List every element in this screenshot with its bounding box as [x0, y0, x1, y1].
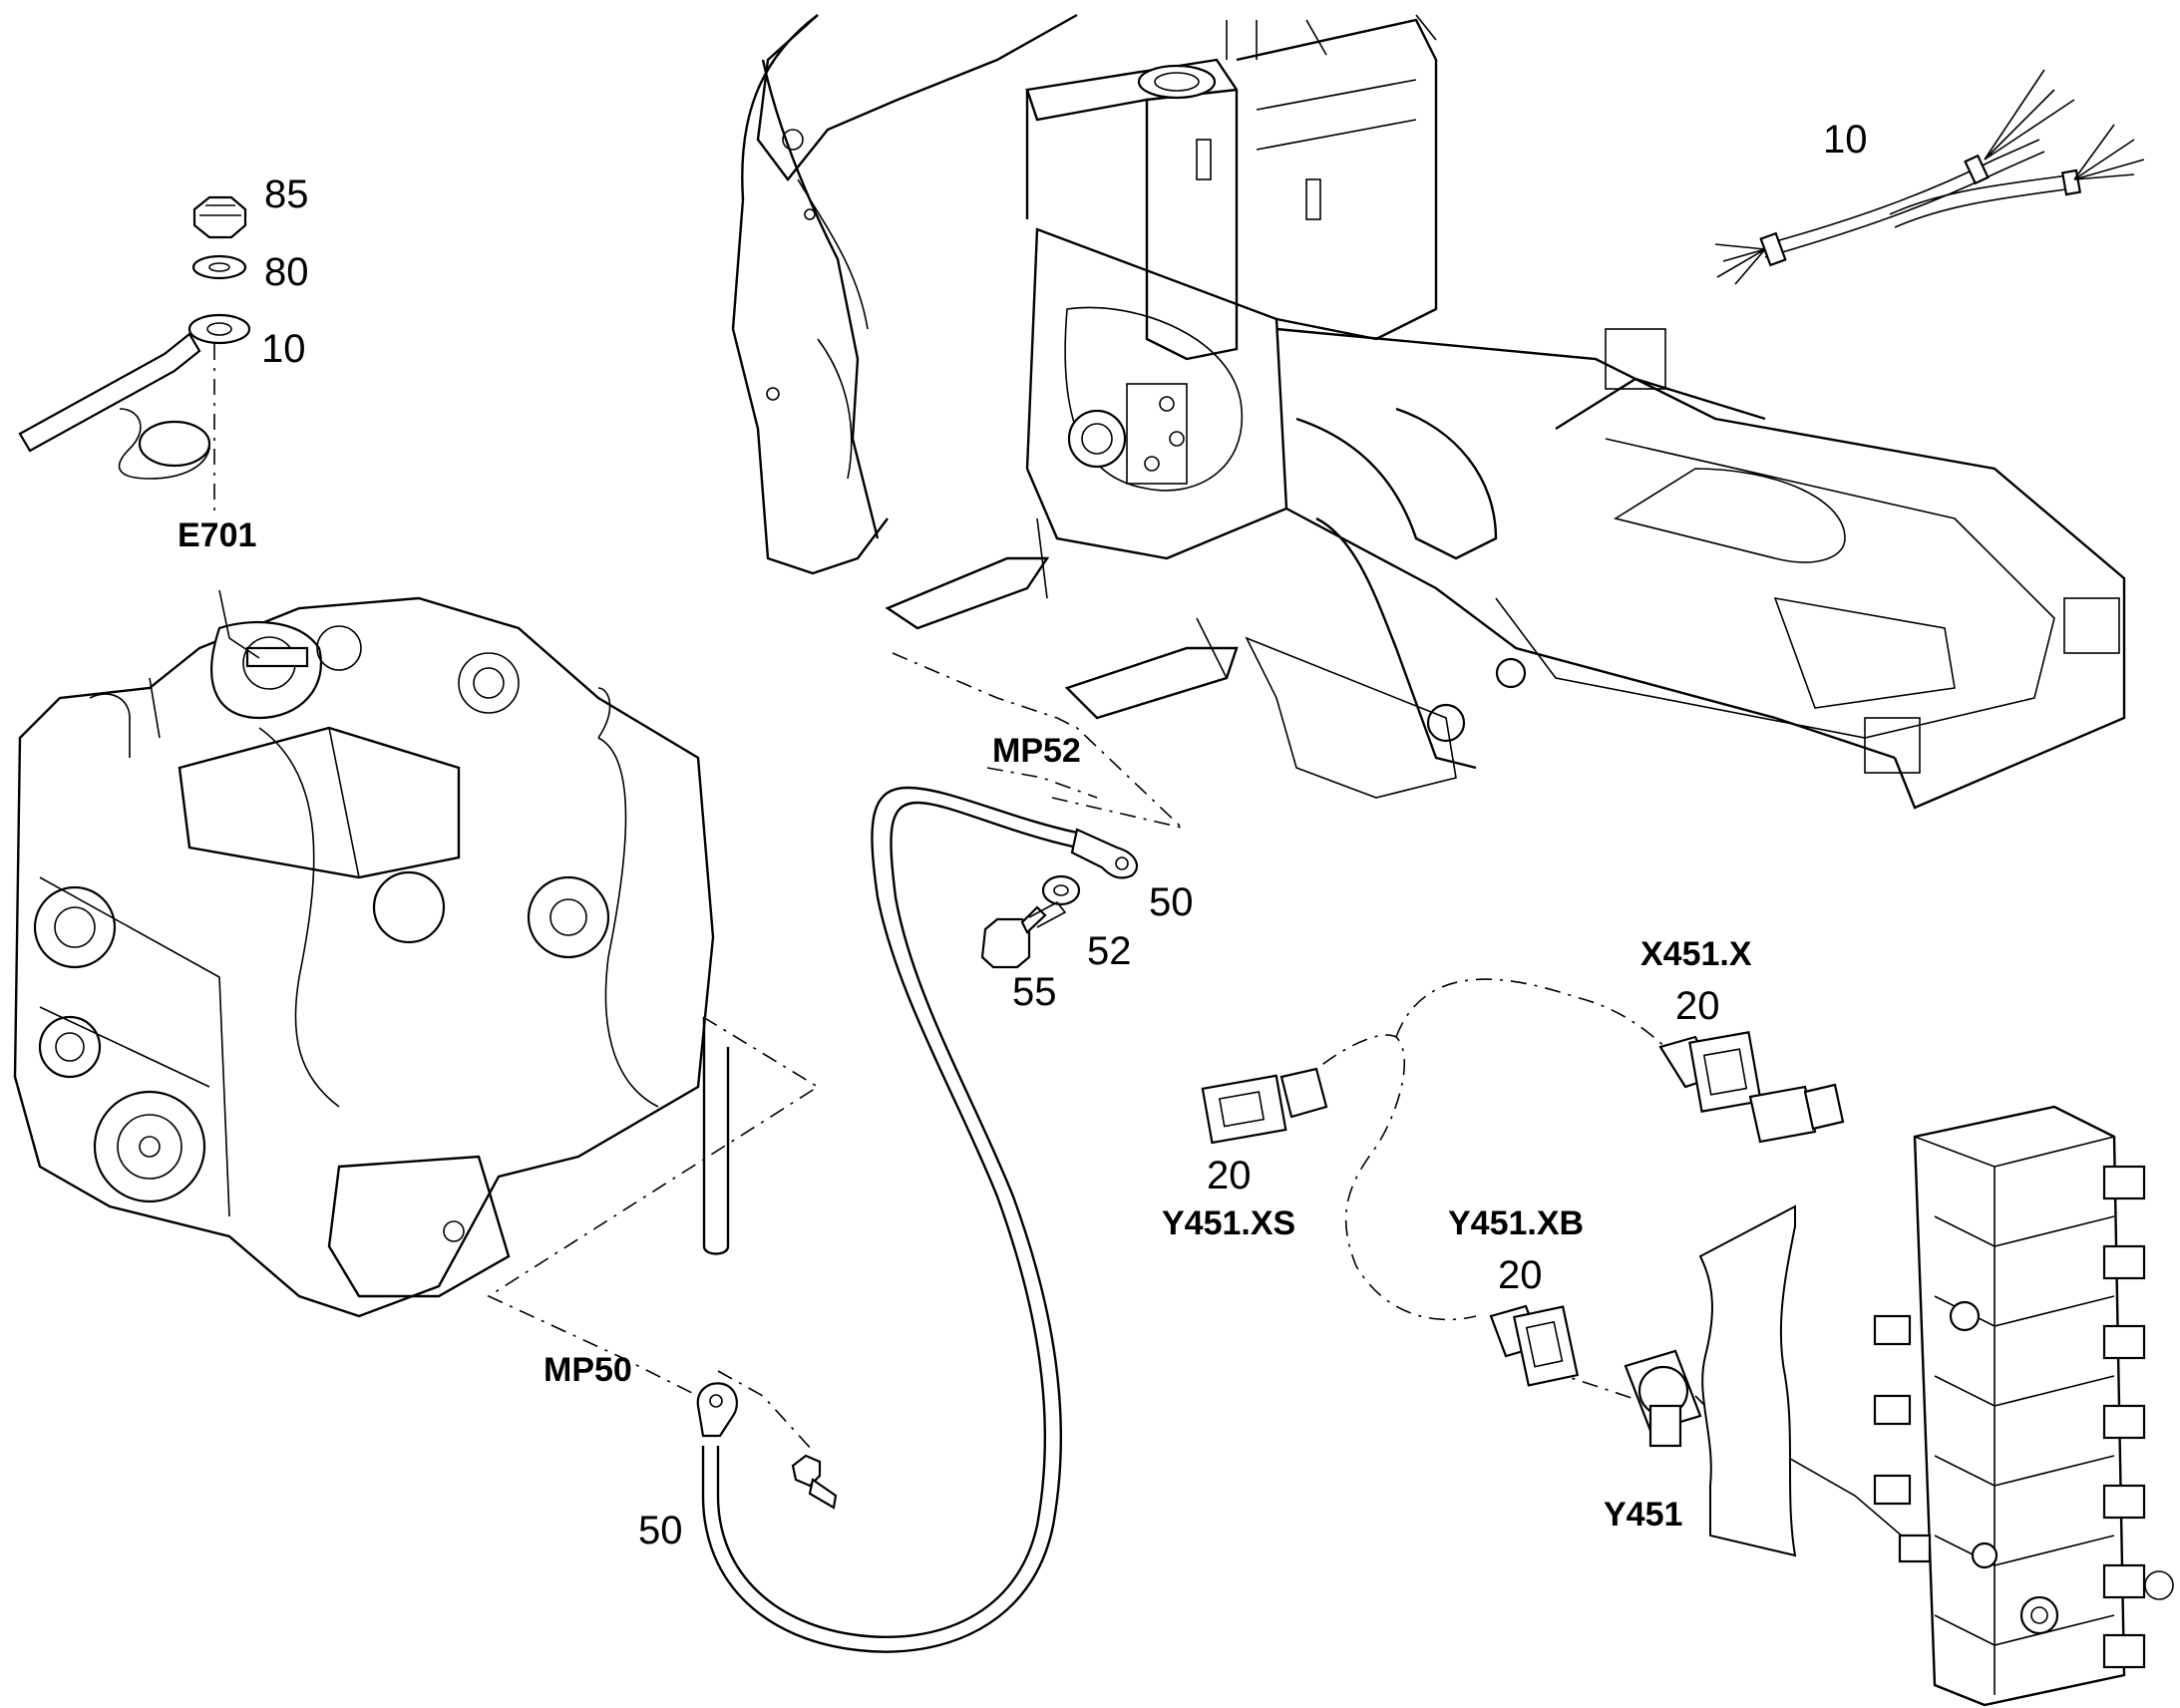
ref-y451xs: Y451.XS — [1162, 1204, 1295, 1242]
ref-y451xb: Y451.XB — [1448, 1204, 1584, 1242]
ref-mp50: MP50 — [544, 1351, 632, 1389]
callout-50-top: 50 — [1149, 880, 1194, 924]
washer-80-part — [191, 254, 247, 280]
chassis-frame-drawing — [731, 13, 2126, 810]
y451xb-connector-part — [1512, 1305, 1580, 1387]
e701-cable-group — [18, 195, 251, 480]
washer-52-part — [1041, 874, 1081, 906]
callout-52: 52 — [1087, 929, 1132, 973]
callout-20-y451xs: 20 — [1207, 1154, 1252, 1197]
e701-pointer-line — [218, 589, 260, 659]
ref-x451x: X451.X — [1640, 935, 1752, 973]
callout-20-y451xb: 20 — [1498, 1253, 1543, 1297]
mounting-wall-plate — [1698, 1204, 1797, 1557]
callout-10-cable: 10 — [261, 327, 306, 371]
callout-20-x451x: 20 — [1675, 984, 1720, 1028]
callout-55: 55 — [1012, 970, 1057, 1014]
ref-y451: Y451 — [1604, 1496, 1682, 1534]
ref-e701: E701 — [178, 516, 256, 554]
nut-85-part — [192, 195, 247, 239]
callout-50-bottom: 50 — [638, 1509, 683, 1552]
ground-cable-mp52 — [487, 652, 1183, 1653]
hydraulic-valve-block — [1873, 1105, 2174, 1707]
ref-mp52: MP52 — [992, 732, 1081, 770]
bolt-55-part — [980, 917, 1031, 969]
engine-drawing — [13, 596, 730, 1318]
x451x-connector-part — [1688, 1031, 1762, 1113]
callout-85: 85 — [264, 172, 309, 216]
y451xs-connector-part — [1201, 1074, 1287, 1145]
callout-10-harness: 10 — [1823, 118, 1868, 162]
harness-10-drawing — [1714, 69, 2145, 285]
y451-connector-group — [1201, 978, 1926, 1556]
callout-80: 80 — [264, 250, 309, 294]
